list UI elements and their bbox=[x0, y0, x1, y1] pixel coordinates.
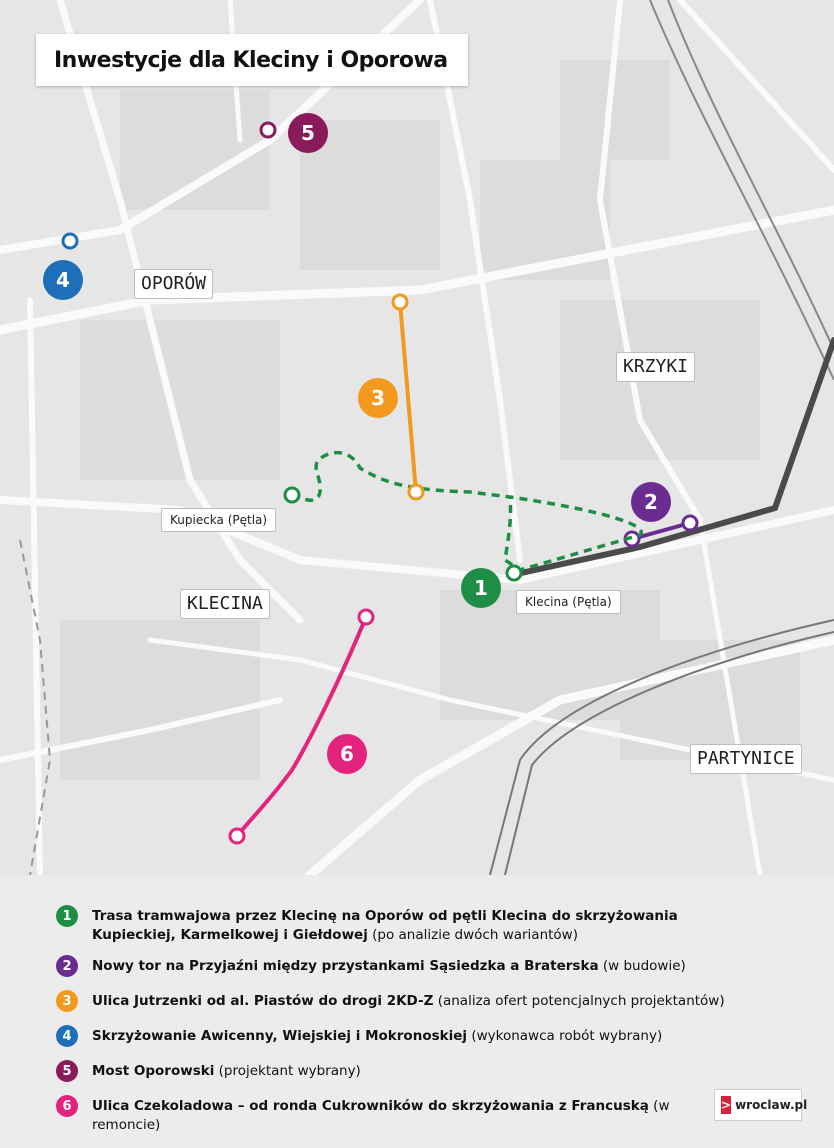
legend-text-1: Trasa tramwajowa przez Klecinę na Oporów… bbox=[92, 907, 732, 945]
legend-text-6: Ulica Czekoladowa – od ronda Cukrowników… bbox=[92, 1097, 692, 1135]
legend-note-6: (w remoncie) bbox=[92, 1098, 670, 1133]
legend-text-3: Ulica Jutrzenki od al. Piastów do drogi … bbox=[92, 992, 732, 1011]
legend-text-2: Nowy tor na Przyjaźni między przystankam… bbox=[92, 957, 732, 976]
route-3-line bbox=[398, 301, 418, 493]
marker-2[interactable]: 2 bbox=[631, 482, 671, 522]
legend-item-4: 4 Skrzyżowanie Awicenny, Wiejskiej i Mok… bbox=[56, 1025, 732, 1047]
legend-badge-4: 4 bbox=[56, 1025, 78, 1047]
legend-badge-1: 1 bbox=[56, 905, 78, 927]
existing-tram-line bbox=[509, 337, 834, 578]
legend-item-3: 3 Ulica Jutrzenki od al. Piastów do drog… bbox=[56, 990, 732, 1012]
legend-title-3: Ulica Jutrzenki od al. Piastów do drogi … bbox=[92, 993, 434, 1009]
legend-title-6: Ulica Czekoladowa – od ronda Cukrowników… bbox=[92, 1098, 649, 1114]
legend-badge-2: 2 bbox=[56, 955, 78, 977]
map-canvas[interactable] bbox=[0, 0, 834, 875]
district-label-oporow: OPORÓW bbox=[134, 269, 214, 299]
route-3-start-point bbox=[391, 293, 409, 311]
legend-title-4: Skrzyżowanie Awicenny, Wiejskiej i Mokro… bbox=[92, 1028, 468, 1044]
location-4-point bbox=[61, 232, 79, 250]
marker-6[interactable]: 6 bbox=[327, 734, 367, 774]
marker-3[interactable]: 3 bbox=[358, 378, 398, 418]
legend-badge-5: 5 bbox=[56, 1060, 78, 1082]
route-2-line bbox=[631, 521, 691, 541]
legend-text-4: Skrzyżowanie Awicenny, Wiejskiej i Mokro… bbox=[92, 1027, 732, 1046]
district-label-partynice: PARTYNICE bbox=[690, 744, 802, 774]
legend-item-5: 5 Most Oporowski (projektant wybrany) bbox=[56, 1060, 732, 1082]
stop-label-kupiecka: Kupiecka (Pętla) bbox=[161, 508, 277, 532]
district-label-krzyki: KRZYKI bbox=[616, 352, 696, 382]
legend-item-1: 1 Trasa tramwajowa przez Klecinę na Opor… bbox=[56, 905, 732, 945]
marker-4[interactable]: 4 bbox=[43, 260, 83, 300]
legend-item-2: 2 Nowy tor na Przyjaźni między przystank… bbox=[56, 955, 732, 977]
route-1-line bbox=[291, 451, 644, 572]
stop-label-klecina: Klecina (Pętla) bbox=[516, 590, 621, 614]
kupiecka-terminus-point bbox=[283, 486, 301, 504]
legend-title-1: Trasa tramwajowa przez Klecinę na Oporów… bbox=[92, 908, 678, 943]
route-6-end-point bbox=[228, 827, 246, 845]
route-3-end-point bbox=[407, 483, 425, 501]
route-6-start-point bbox=[357, 608, 375, 626]
klecina-terminus-point bbox=[505, 564, 523, 582]
legend-title-2: Nowy tor na Przyjaźni między przystankam… bbox=[92, 958, 599, 974]
location-5-point bbox=[259, 121, 277, 139]
marker-1[interactable]: 1 bbox=[461, 568, 501, 608]
legend-note-1: (po analizie dwóch wariantów) bbox=[372, 927, 578, 943]
legend-title-5: Most Oporowski bbox=[92, 1063, 215, 1079]
route-2-end-point bbox=[681, 514, 699, 532]
district-label-klecina: KLECINA bbox=[180, 589, 270, 619]
legend-item-6: 6 Ulica Czekoladowa – od ronda Cukrownik… bbox=[56, 1095, 692, 1135]
legend-note-5: (projektant wybrany) bbox=[218, 1063, 361, 1079]
legend-panel: 1 Trasa tramwajowa przez Klecinę na Opor… bbox=[0, 875, 834, 1148]
roads bbox=[0, 0, 834, 875]
legend-badge-3: 3 bbox=[56, 990, 78, 1012]
wroclaw-logo-icon: > bbox=[721, 1096, 732, 1114]
route-6-line bbox=[235, 616, 368, 838]
legend-badge-6: 6 bbox=[56, 1095, 78, 1117]
legend-note-4: (wykonawca robót wybrany) bbox=[471, 1028, 663, 1044]
marker-5[interactable]: 5 bbox=[288, 113, 328, 153]
wroclaw-logo-text: wroclaw.pl bbox=[735, 1098, 808, 1112]
legend-note-2: (w budowie) bbox=[602, 958, 686, 974]
wroclaw-logo[interactable]: > wroclaw.pl bbox=[714, 1089, 807, 1121]
legend-text-5: Most Oporowski (projektant wybrany) bbox=[92, 1062, 732, 1081]
railway-lines bbox=[19, 0, 834, 875]
legend-note-3: (analiza ofert potencjalnych projektantó… bbox=[437, 993, 725, 1009]
map-title: Inwestycje dla Kleciny i Oporowa bbox=[36, 34, 468, 86]
